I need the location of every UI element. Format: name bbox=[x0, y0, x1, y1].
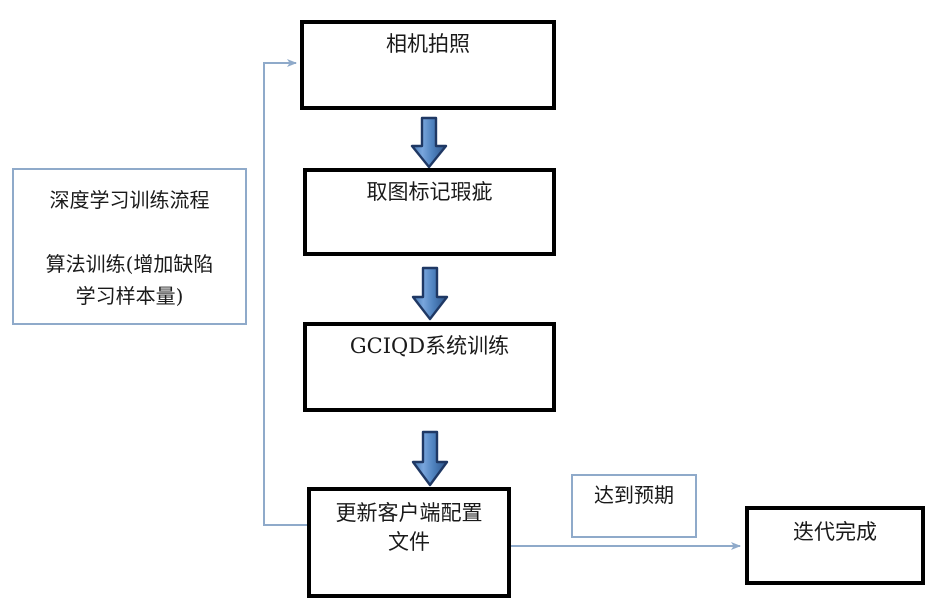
node-camera-capture-label: 相机拍照 bbox=[386, 32, 470, 56]
node-expected-reached: 达到预期 bbox=[571, 474, 697, 538]
node-update-client-config-label: 更新客户端配置 文件 bbox=[335, 501, 483, 554]
node-mark-defect: 取图标记瑕疵 bbox=[303, 168, 556, 256]
node-mark-defect-label: 取图标记瑕疵 bbox=[366, 180, 493, 204]
node-iteration-complete: 迭代完成 bbox=[745, 506, 925, 585]
node-gciqd-training-label: GCIQD系统训练 bbox=[349, 334, 510, 358]
node-expected-reached-label: 达到预期 bbox=[594, 483, 674, 507]
block-arrow-gciqd-to-update bbox=[411, 430, 449, 487]
node-iteration-complete-label: 迭代完成 bbox=[793, 520, 877, 544]
block-arrow-mark-to-gciqd bbox=[411, 266, 449, 321]
block-arrow-camera-to-mark bbox=[410, 116, 448, 169]
node-training-panel-label: 深度学习训练流程 算法训练(增加缺陷 学习样本量) bbox=[45, 188, 214, 308]
connector-feedback-loop bbox=[263, 59, 307, 526]
node-update-client-config: 更新客户端配置 文件 bbox=[307, 487, 511, 598]
node-training-panel: 深度学习训练流程 算法训练(增加缺陷 学习样本量) bbox=[12, 168, 247, 325]
node-gciqd-training: GCIQD系统训练 bbox=[303, 322, 556, 412]
node-camera-capture: 相机拍照 bbox=[300, 20, 556, 110]
